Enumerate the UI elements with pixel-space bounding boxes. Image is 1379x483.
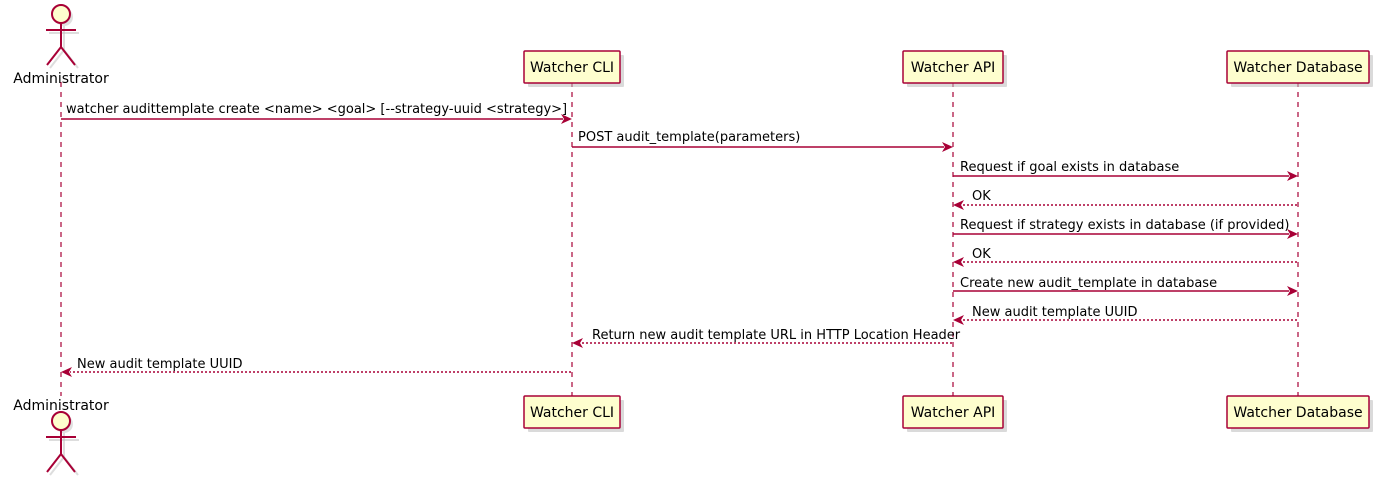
participant-label-watcher-database: Watcher Database — [1233, 405, 1362, 421]
participant-label-watcher-cli: Watcher CLI — [530, 405, 614, 421]
participant-label-watcher-api: Watcher API — [911, 60, 996, 76]
actor-administrator-bottom[interactable]: Administrator — [13, 398, 109, 476]
participant-label-watcher-cli: Watcher CLI — [530, 60, 614, 76]
actor-head-icon — [51, 4, 71, 24]
message-arrowhead — [1287, 171, 1298, 181]
message-5: OK — [953, 247, 1297, 267]
message-label: OK — [972, 189, 991, 204]
message-arrowhead — [942, 142, 953, 152]
actor-label-administrator-top: Administrator — [13, 71, 109, 87]
message-1: POST audit_template(parameters) — [572, 130, 953, 152]
message-label: watcher audittemplate create <name> <goa… — [66, 102, 567, 117]
message-2: Request if goal exists in database — [953, 160, 1298, 181]
message-arrowhead — [1287, 229, 1298, 239]
message-arrowhead — [561, 114, 572, 124]
message-label: Request if goal exists in database — [960, 160, 1179, 175]
message-label: Create new audit_template in database — [960, 276, 1217, 291]
participant-watcher-database-bottom[interactable]: Watcher Database — [1226, 395, 1373, 432]
message-8: Return new audit template URL in HTTP Lo… — [572, 328, 961, 348]
messages-layer: watcher audittemplate create <name> <goa… — [61, 102, 1298, 377]
lifelines — [60, 82, 1299, 396]
message-7: New audit template UUID — [953, 305, 1297, 325]
message-label: OK — [972, 247, 991, 262]
message-label: Request if strategy exists in database (… — [960, 218, 1289, 233]
participant-label-watcher-database: Watcher Database — [1233, 60, 1362, 76]
participant-label-watcher-api: Watcher API — [911, 405, 996, 421]
message-label: New audit template UUID — [77, 357, 242, 372]
message-3: OK — [953, 189, 1297, 210]
message-arrowhead — [953, 257, 964, 267]
message-9: New audit template UUID — [61, 357, 571, 377]
actor-administrator-top[interactable]: Administrator — [13, 4, 109, 87]
message-arrowhead — [61, 367, 72, 377]
participant-watcher-database-top[interactable]: Watcher Database — [1226, 50, 1373, 87]
message-label: POST audit_template(parameters) — [578, 130, 800, 145]
message-0: watcher audittemplate create <name> <goa… — [61, 102, 572, 124]
participant-watcher-api-bottom[interactable]: Watcher API — [902, 395, 1007, 432]
message-label: New audit template UUID — [972, 305, 1137, 320]
participant-watcher-cli-bottom[interactable]: Watcher CLI — [523, 395, 624, 432]
message-arrowhead — [953, 200, 964, 210]
message-arrowhead — [1287, 286, 1298, 296]
actor-leg-right — [60, 46, 76, 66]
message-6: Create new audit_template in database — [953, 276, 1298, 296]
message-4: Request if strategy exists in database (… — [953, 218, 1298, 239]
message-label: Return new audit template URL in HTTP Lo… — [592, 328, 961, 343]
actor-head-icon — [51, 411, 71, 431]
actor-leg-right — [60, 453, 76, 473]
actor-label-administrator-bottom: Administrator — [13, 398, 109, 414]
message-arrowhead — [572, 338, 583, 348]
participant-watcher-cli-top[interactable]: Watcher CLI — [523, 50, 624, 87]
participant-watcher-api-top[interactable]: Watcher API — [902, 50, 1007, 87]
message-arrowhead — [953, 315, 964, 325]
actor-leg-left — [46, 46, 62, 66]
actor-leg-left — [46, 453, 62, 473]
